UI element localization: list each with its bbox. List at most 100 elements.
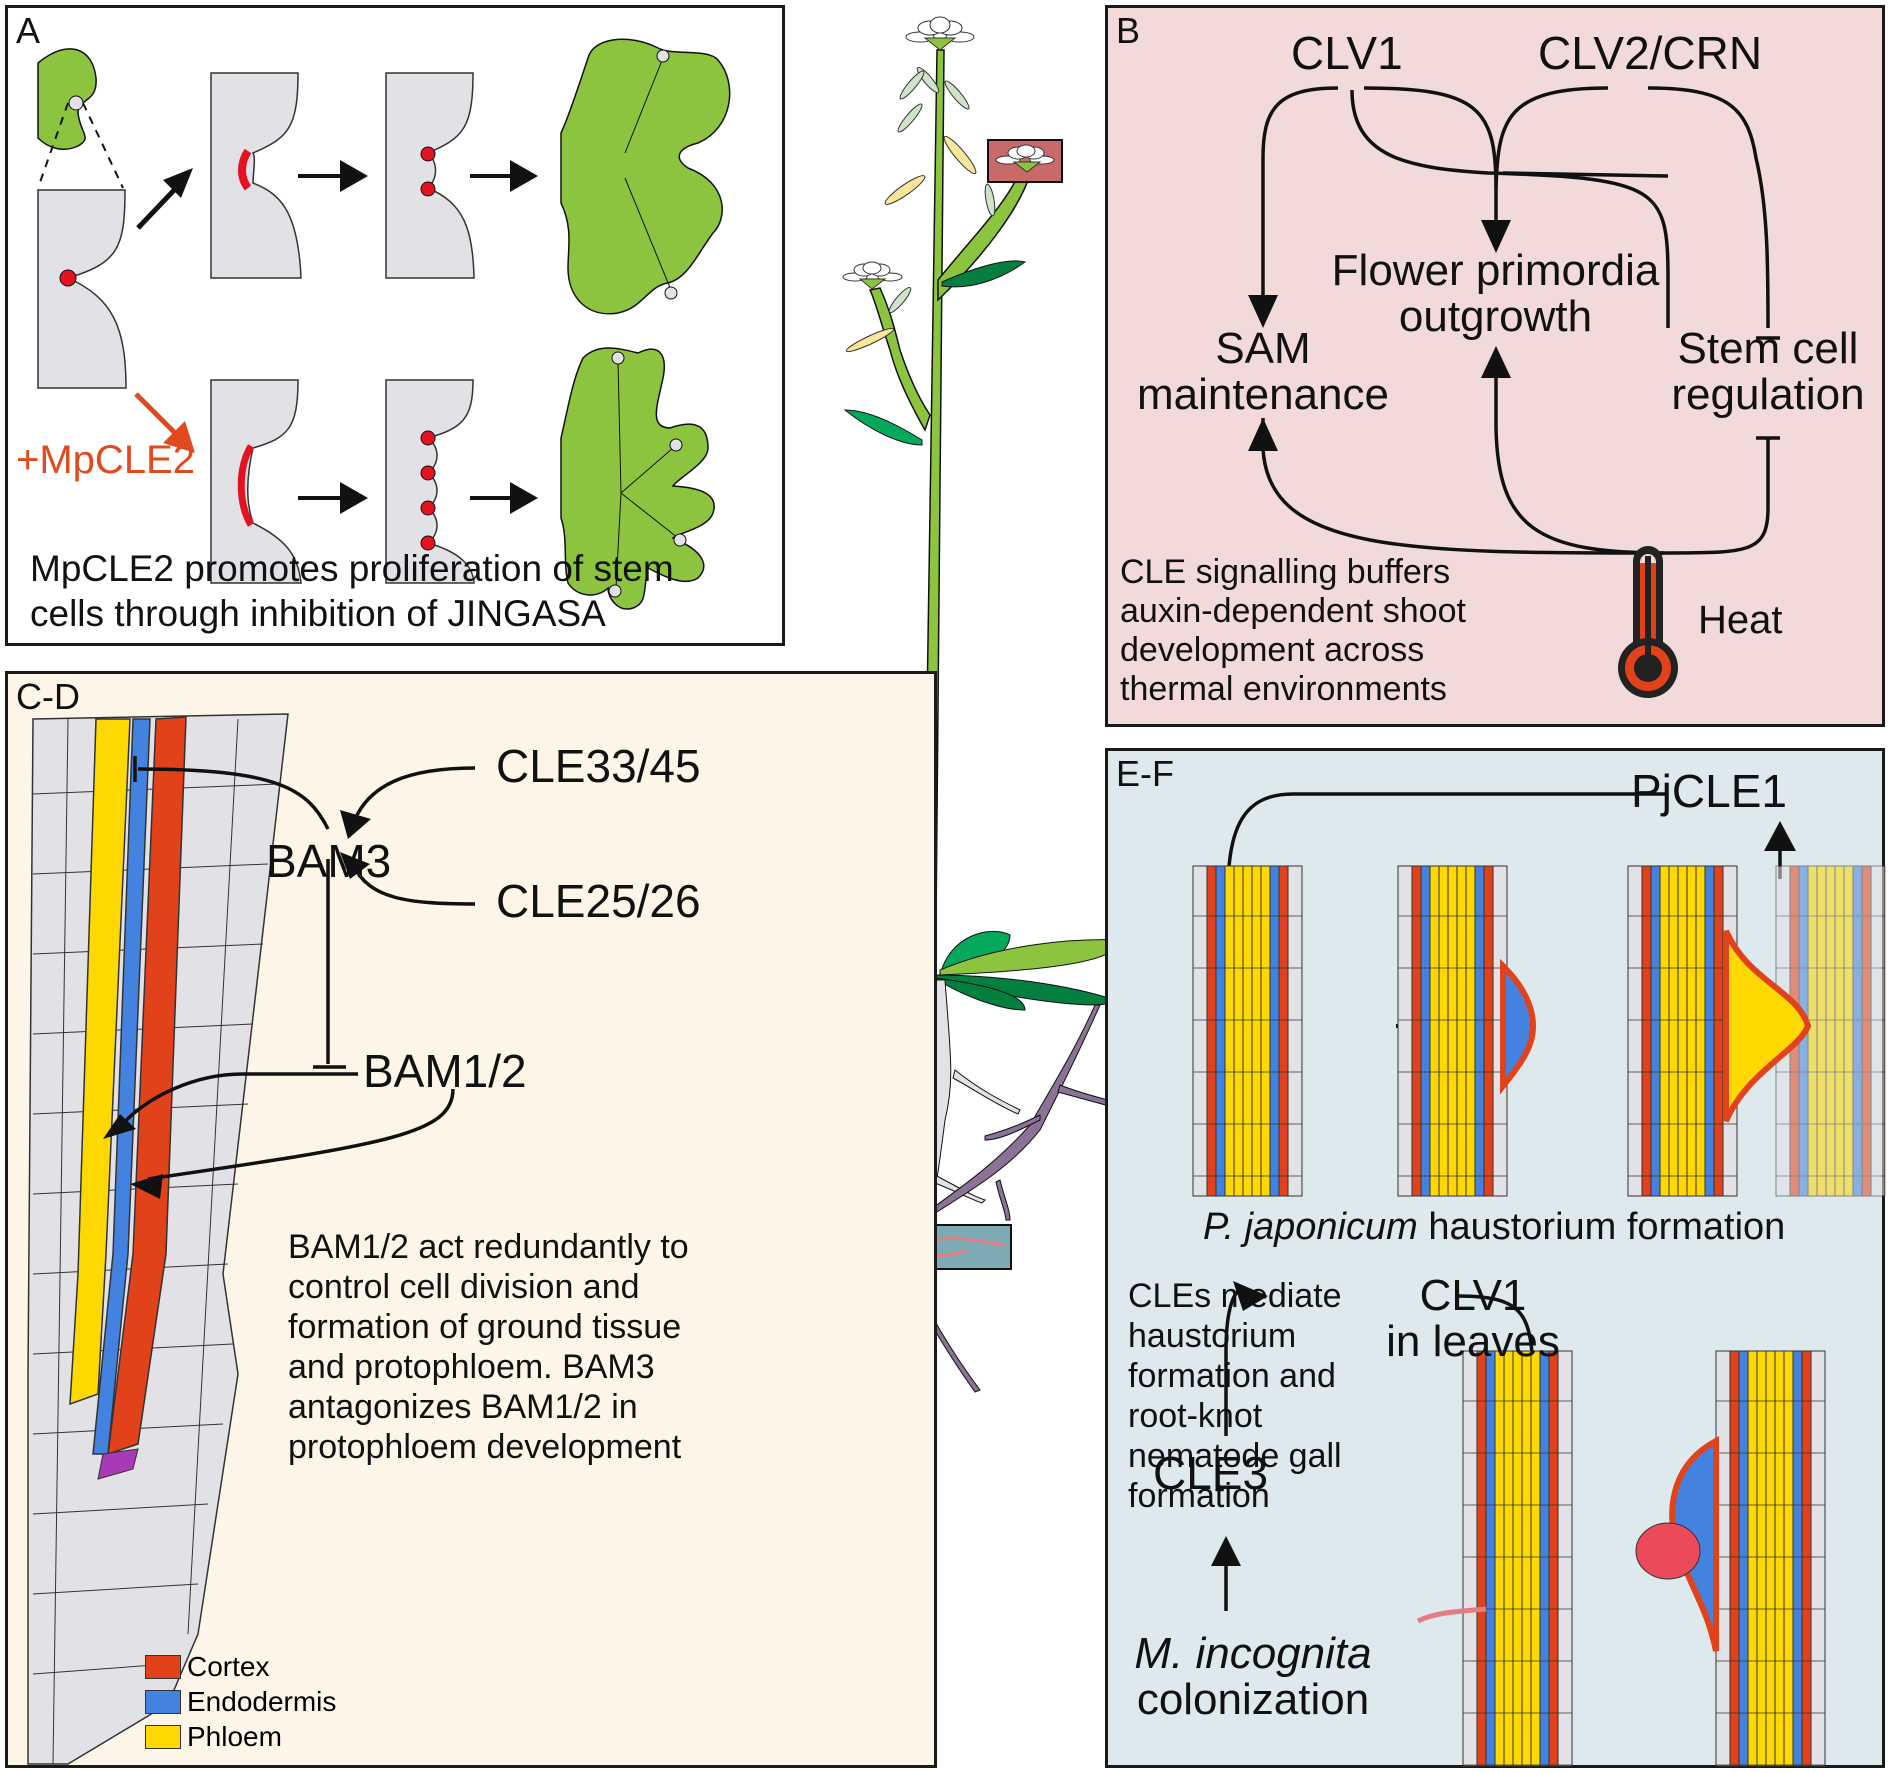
phloem-cell-file	[1756, 1350, 1767, 1767]
early-haustorium	[1500, 958, 1537, 1095]
cell_gray-cell-file	[1192, 865, 1208, 1197]
panel-a: A	[5, 5, 785, 646]
cortex-file	[107, 716, 187, 1456]
panel-cd-caption-line: protophloem development	[288, 1428, 682, 1466]
phloem-cell-file	[1765, 1350, 1776, 1767]
panel-cd-caption-line: and protophloem. BAM3	[288, 1348, 655, 1386]
root-stage-1	[1192, 865, 1303, 1197]
phloem-cell-file	[1677, 865, 1688, 1197]
phloem-cell-file	[1447, 865, 1458, 1197]
node-m-incognita: M. incognita colonization	[1108, 1631, 1398, 1723]
legend-item-cortex: Cortex	[145, 1651, 269, 1683]
legend-item-phloem: Phloem	[145, 1721, 282, 1753]
cell_gray-cell-file	[1287, 865, 1303, 1197]
node-clv1-in-leaves: CLV1 in leaves	[1363, 1273, 1583, 1365]
haustorium-text: haustorium formation	[1417, 1206, 1786, 1248]
node-flower-line-2: outgrowth	[1398, 292, 1593, 341]
phloem-cell-file	[1494, 1350, 1505, 1767]
node-clv2-crn: CLV2/CRN	[1538, 27, 1763, 79]
cell_gray-cell-file	[1397, 865, 1413, 1197]
node-bam3: BAM3	[266, 835, 392, 887]
endodermis-cell-file	[1704, 865, 1715, 1197]
endodermis-cell-file	[1215, 865, 1226, 1197]
node-sam-line-2: maintenance	[1137, 370, 1389, 419]
panel-cd: C-D CLE33/	[5, 671, 937, 1768]
phloem-cell-file	[1843, 865, 1854, 1197]
legend-label: Cortex	[187, 1651, 270, 1682]
phloem-cell-file	[1503, 1350, 1514, 1767]
legend-swatch	[145, 1690, 181, 1714]
endodermis-cell-file	[1474, 865, 1485, 1197]
thallus-mature-control	[560, 38, 731, 315]
cortex-cell-file	[1548, 1350, 1559, 1767]
root-gall	[1715, 1350, 1826, 1767]
panel-b-label: B	[1116, 10, 1141, 51]
cell_gray-cell-file	[1462, 1350, 1478, 1767]
haustorium-bulge	[1723, 929, 1812, 1123]
flower-left	[842, 261, 903, 290]
panel-b-caption-line: CLE signalling buffers	[1120, 553, 1451, 591]
panel-cd-caption-line: formation of ground tissue	[288, 1308, 682, 1346]
node-flower-primordia: Flower primordia outgrowth	[1303, 248, 1688, 340]
phloem-cell-file	[1668, 865, 1679, 1197]
root-stage-2	[1397, 865, 1508, 1197]
stem-cell-niche	[97, 1448, 139, 1480]
cortex-cell-file	[1713, 865, 1724, 1197]
endodermis-cell-file	[1420, 865, 1431, 1197]
flower-right	[995, 144, 1055, 173]
legend-item-endodermis: Endodermis	[145, 1686, 336, 1718]
panel-cd-caption-line: BAM1/2 act redundantly to	[288, 1228, 689, 1266]
panel-a-caption-line-1: MpCLE2 promotes proliferation of stem	[30, 548, 674, 589]
node-stem-line-2: regulation	[1671, 370, 1865, 419]
panel-ef-caption-line: haustorium	[1128, 1317, 1297, 1355]
phloem-cell-file	[1251, 865, 1262, 1197]
panel-cd-caption-line: control cell division and	[288, 1268, 640, 1306]
panel-b: B	[1105, 5, 1885, 727]
nematode-juvenile	[1416, 1606, 1487, 1624]
node-clv1-line-1: CLV1	[1419, 1271, 1527, 1320]
node-bam1-2: BAM1/2	[363, 1045, 527, 1097]
phloem-cell-file	[1783, 1350, 1794, 1767]
phloem-cell-file	[1233, 865, 1244, 1197]
cortex-cell-file	[1729, 1350, 1740, 1767]
phloem-cell-file	[1816, 865, 1827, 1197]
panel-ef-caption: CLEs mediate haustorium formation and ro…	[1128, 1276, 1342, 1516]
panel-cd-label: C-D	[16, 676, 80, 717]
endodermis-cell-file	[1852, 865, 1863, 1197]
panel-b-caption-line: thermal environments	[1120, 670, 1447, 708]
phloem-cell-file	[1659, 865, 1670, 1197]
phloem-cell-file	[1825, 865, 1836, 1197]
haustorium-title: P. japonicum haustorium formation	[1203, 1206, 1785, 1249]
node-clv1-line-2: in leaves	[1386, 1317, 1560, 1366]
phloem-cell-file	[1429, 865, 1440, 1197]
species-p-japonicum: P. japonicum	[1203, 1206, 1418, 1248]
cortex-cell-file	[1476, 1350, 1487, 1767]
cortex-cell-file	[1411, 865, 1422, 1197]
cortex-cell-file	[1483, 865, 1494, 1197]
notch-initial	[37, 189, 127, 389]
root-stage-3	[1627, 865, 1738, 1197]
node-mincognita-line-2: colonization	[1136, 1675, 1370, 1724]
endodermis-cell-file	[1269, 865, 1280, 1197]
cell_gray-cell-file	[1870, 865, 1886, 1197]
phloem-cell-file	[1521, 1350, 1532, 1767]
node-cle25-26: CLE25/26	[496, 875, 701, 927]
node-stem-cell-regulation: Stem cell regulation	[1653, 326, 1883, 418]
phloem-cell-file	[1465, 865, 1476, 1197]
cell_gray-cell-file	[1810, 1350, 1826, 1767]
cortex-cell-file	[1641, 865, 1652, 1197]
node-flower-line-1: Flower primordia	[1331, 246, 1660, 295]
legend-swatch	[145, 1655, 181, 1679]
panel-a-caption-line-2: cells through inhibition of JINGASA	[30, 593, 606, 634]
legend-label: Endodermis	[187, 1686, 337, 1717]
panel-ef: E-F PjCLE1 P. japonicum haustorium forma…	[1105, 748, 1886, 1768]
heat-label: Heat	[1698, 598, 1783, 642]
panel-cd-caption: BAM1/2 act redundantly to control cell d…	[288, 1227, 689, 1467]
legend-swatch	[145, 1725, 181, 1749]
branch-right	[937, 168, 1031, 302]
phloem-cell-file	[1224, 865, 1235, 1197]
node-sam-maintenance: SAM maintenance	[1113, 326, 1413, 418]
node-cle3: CLE3	[1153, 1447, 1269, 1499]
panel-ef-drawing	[1192, 792, 1886, 1767]
node-sam-line-1: SAM	[1215, 324, 1311, 373]
